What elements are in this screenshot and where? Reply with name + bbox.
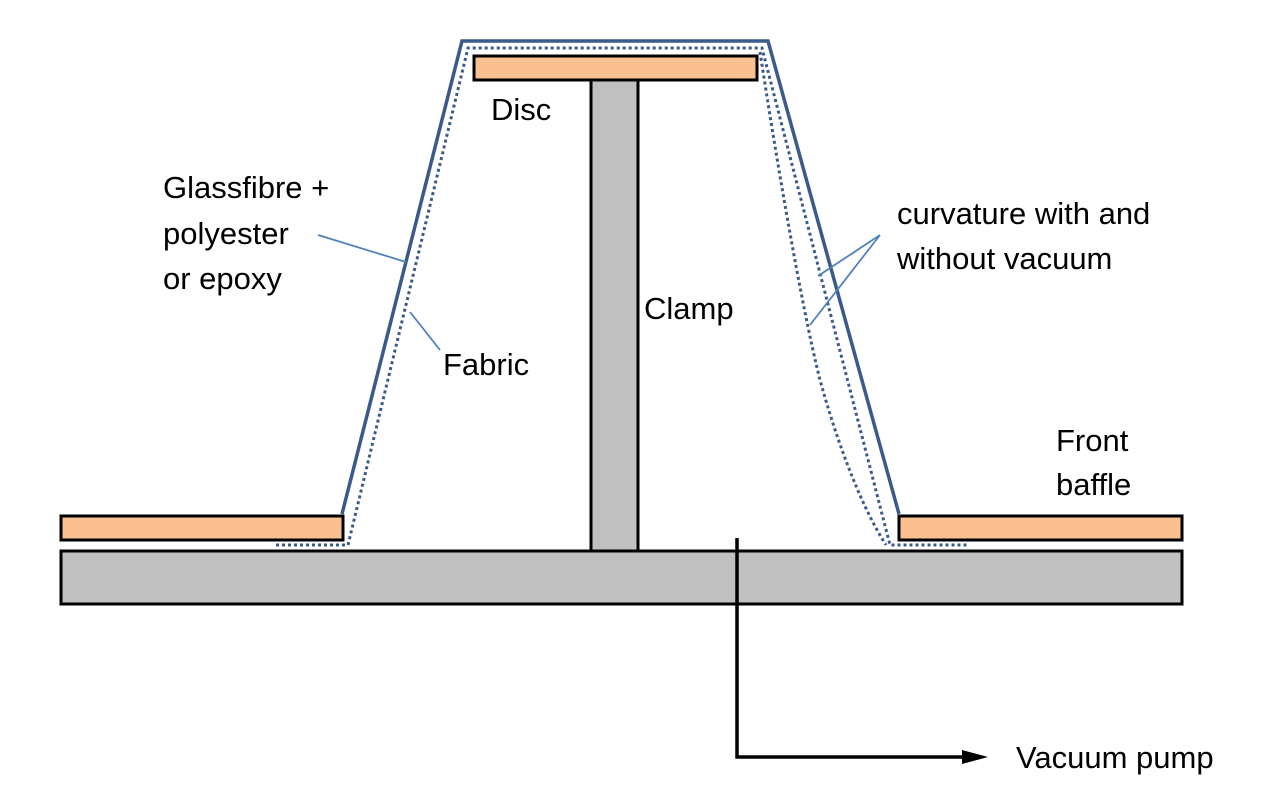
- fabric-layer: [276, 46, 968, 547]
- label-glassfibre-1: Glassfibre +: [163, 170, 329, 205]
- clamp-column: [589, 76, 640, 553]
- label-front-baffle-1: Front: [1056, 423, 1129, 458]
- leader-curvature-1: [817, 234, 881, 277]
- label-vacuum-pump: Vacuum pump: [1016, 740, 1214, 775]
- leader-curvature-2: [809, 234, 881, 326]
- base-plate: [59, 549, 1184, 606]
- vacuum-pipe: [735, 538, 965, 759]
- label-curvature-1: curvature with and: [897, 196, 1150, 231]
- fabric-curvature-without-vacuum: [758, 51, 888, 546]
- glassfibre-shell: [340, 39, 901, 515]
- label-fabric: Fabric: [443, 347, 529, 382]
- leader-fabric: [409, 311, 441, 351]
- leader-glassfibre: [317, 234, 407, 263]
- vacuum-arrow-head: [962, 750, 988, 764]
- front-baffle-left: [59, 514, 345, 542]
- label-disc: Disc: [491, 92, 551, 127]
- label-front-baffle-2: baffle: [1056, 467, 1131, 502]
- disc: [472, 54, 759, 82]
- label-glassfibre-3: or epoxy: [163, 261, 282, 296]
- label-curvature-2: without vacuum: [896, 241, 1112, 276]
- label-clamp: Clamp: [644, 291, 734, 326]
- label-glassfibre-2: polyester: [163, 216, 289, 251]
- front-baffle-right: [897, 514, 1184, 542]
